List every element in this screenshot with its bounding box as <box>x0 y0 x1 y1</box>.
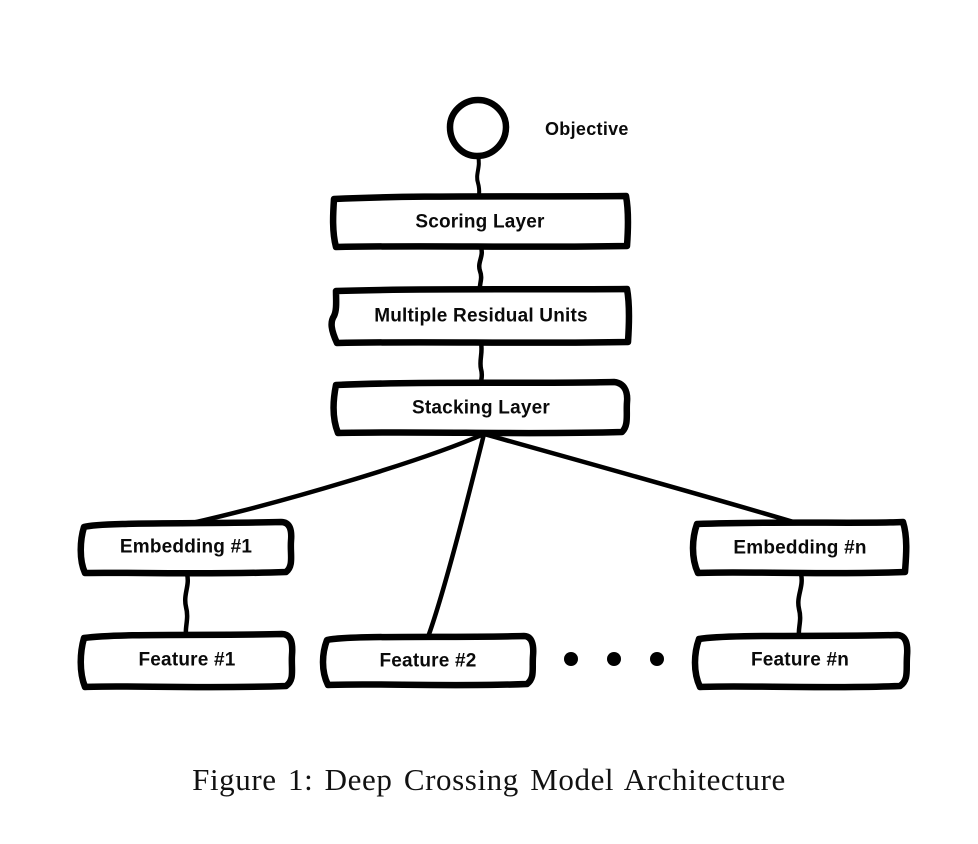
ellipsis-dots <box>564 652 664 666</box>
ellipsis-dot-icon <box>650 652 664 666</box>
edge-stacking-layer-to-embedding-1 <box>189 431 487 526</box>
multiple-residual-units-box-outline <box>328 285 633 347</box>
embedding-n-box-outline <box>689 518 910 577</box>
node-feature-1 <box>77 630 296 691</box>
edge-residual-units-to-stacking-layer <box>478 340 485 386</box>
node-embedding-1 <box>77 518 295 577</box>
feature-n-box-outline <box>691 631 911 691</box>
edge-objective-to-scoring-layer <box>475 154 482 199</box>
feature-2-box-outline <box>319 632 537 689</box>
node-scoring-layer <box>329 192 632 251</box>
ellipsis-dot-icon <box>607 652 621 666</box>
objective-circle-icon <box>446 96 510 160</box>
stacking-layer-box-outline <box>330 378 631 437</box>
embedding-1-box-outline <box>77 518 295 577</box>
edge-stacking-layer-to-feature-2 <box>425 431 487 640</box>
node-feature-n <box>691 631 911 691</box>
objective-node <box>446 96 510 160</box>
edge-stacking-layer-to-embedding-n <box>481 431 803 527</box>
edge-embedding-1-to-feature-1 <box>183 571 190 637</box>
ellipsis-dot-icon <box>564 652 578 666</box>
feature-1-box-outline <box>77 630 296 691</box>
scoring-layer-box-outline <box>329 192 632 251</box>
node-stacking-layer <box>330 378 631 437</box>
figure-caption: Figure 1: Deep Crossing Model Architectu… <box>192 762 786 797</box>
node-feature-2 <box>319 632 537 689</box>
node-multiple-residual-units <box>328 285 633 347</box>
edge-embedding-n-to-feature-n <box>796 571 804 638</box>
node-embedding-n <box>689 518 910 577</box>
edge-scoring-layer-to-residual-units <box>477 244 484 293</box>
